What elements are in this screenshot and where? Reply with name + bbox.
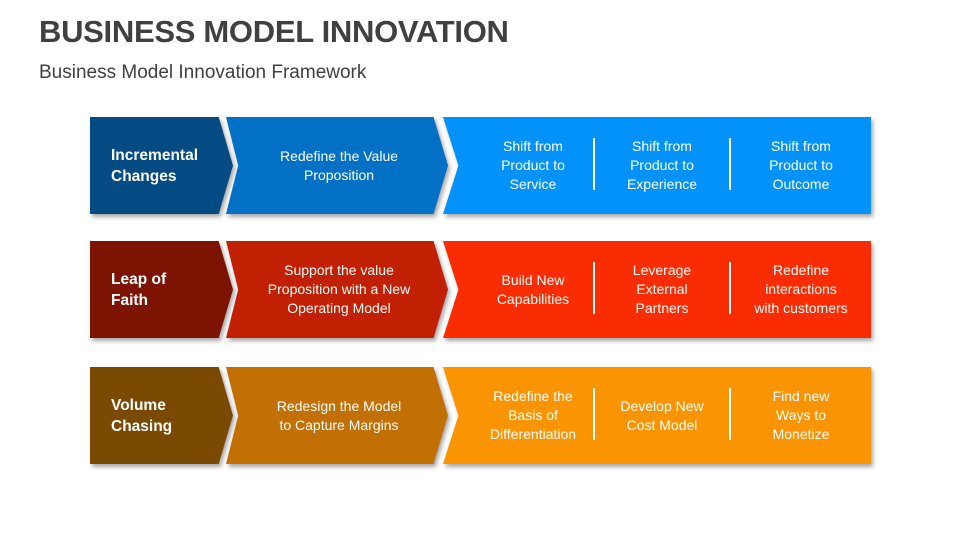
framework-row-volume-chasing: Volume Chasing Redesign the Model to Cap… <box>0 367 960 464</box>
strategy-chevron: Redefine the Value Proposition <box>226 117 448 214</box>
page-subtitle: Business Model Innovation Framework <box>39 62 367 83</box>
category-chevron: Leap of Faith <box>90 241 233 338</box>
category-chevron: Volume Chasing <box>90 367 233 464</box>
actions-panel: Build New Capabilities Leverage External… <box>443 241 871 338</box>
divider <box>729 138 731 190</box>
page-title: BUSINESS MODEL INNOVATION <box>39 14 509 49</box>
divider <box>593 138 595 190</box>
framework-row-leap-of-faith: Leap of Faith Support the value Proposit… <box>0 241 960 338</box>
action-item: Redefine the Basis of Differentiation <box>489 388 577 442</box>
action-item: Find new Ways to Monetize <box>772 388 830 442</box>
action-item: Build New Capabilities <box>496 271 570 307</box>
action-item: Redefine interactions with customers <box>754 262 848 316</box>
actions-panel: Shift from Product to Service Shift from… <box>443 117 871 214</box>
divider <box>729 262 731 314</box>
divider <box>729 388 731 440</box>
divider <box>593 262 595 314</box>
actions-panel: Redefine the Basis of Differentiation De… <box>443 367 871 464</box>
category-chevron: Incremental Changes <box>90 117 233 214</box>
strategy-label: Support the value Proposition with a New… <box>267 262 411 316</box>
action-item: Develop New Cost Model <box>620 397 704 433</box>
category-label: Incremental Changes <box>111 146 199 185</box>
strategy-label: Redefine the Value Proposition <box>279 147 399 183</box>
action-item: Leverage External Partners <box>632 262 692 316</box>
framework-row-incremental-changes: Incremental Changes Redefine the Value P… <box>0 117 960 214</box>
category-label: Leap of Faith <box>111 270 167 309</box>
action-item: Shift from Product to Experience <box>626 138 698 192</box>
divider <box>593 388 595 440</box>
strategy-chevron: Redesign the Model to Capture Margins <box>226 367 448 464</box>
category-label: Volume Chasing <box>111 396 173 435</box>
strategy-chevron: Support the value Proposition with a New… <box>226 241 448 338</box>
strategy-label: Redesign the Model to Capture Margins <box>276 397 402 433</box>
action-item: Shift from Product to Service <box>501 138 565 192</box>
action-item: Shift from Product to Outcome <box>769 138 833 192</box>
